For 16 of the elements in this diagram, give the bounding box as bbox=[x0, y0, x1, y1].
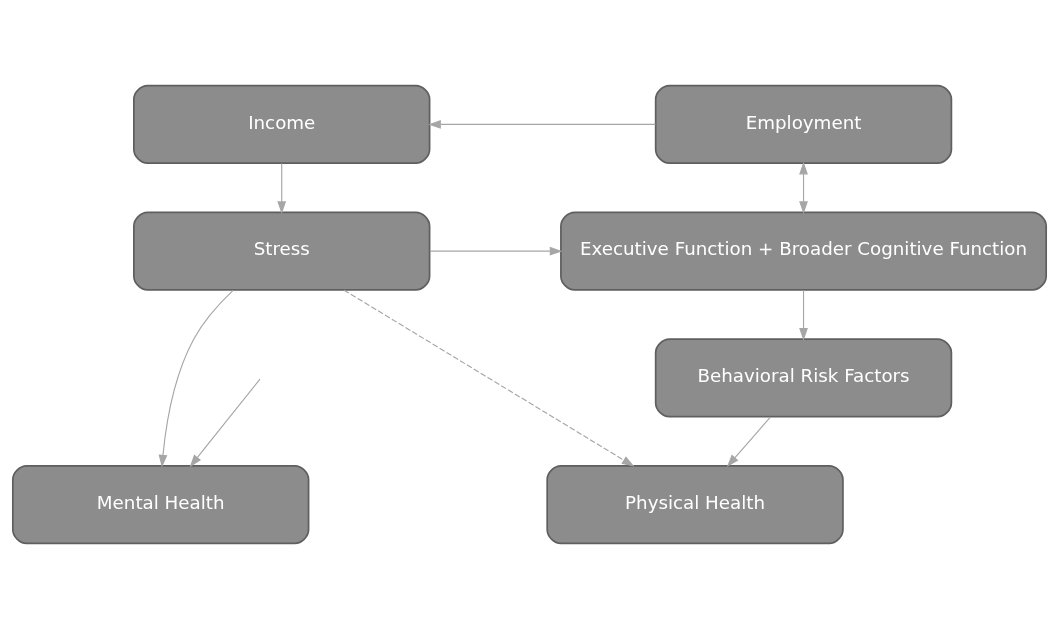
node-box: Executive Function + Broader Cognitive Function bbox=[560, 210, 1048, 291]
arrow bbox=[429, 246, 563, 256]
arrow bbox=[189, 378, 261, 467]
arrow bbox=[158, 289, 234, 467]
arrow bbox=[799, 289, 808, 341]
arrow bbox=[799, 161, 808, 214]
node-box: Physical Health bbox=[546, 464, 844, 544]
node-box: Income bbox=[133, 84, 431, 164]
arrow bbox=[277, 162, 287, 214]
node-box: Employment bbox=[654, 84, 953, 164]
node-box: Behavioral Risk Factors bbox=[654, 337, 953, 418]
node-box: Mental Health bbox=[11, 464, 310, 544]
arrow bbox=[343, 289, 635, 467]
node-box: Stress bbox=[133, 210, 431, 291]
arrow bbox=[428, 119, 656, 129]
arrow bbox=[726, 415, 771, 467]
